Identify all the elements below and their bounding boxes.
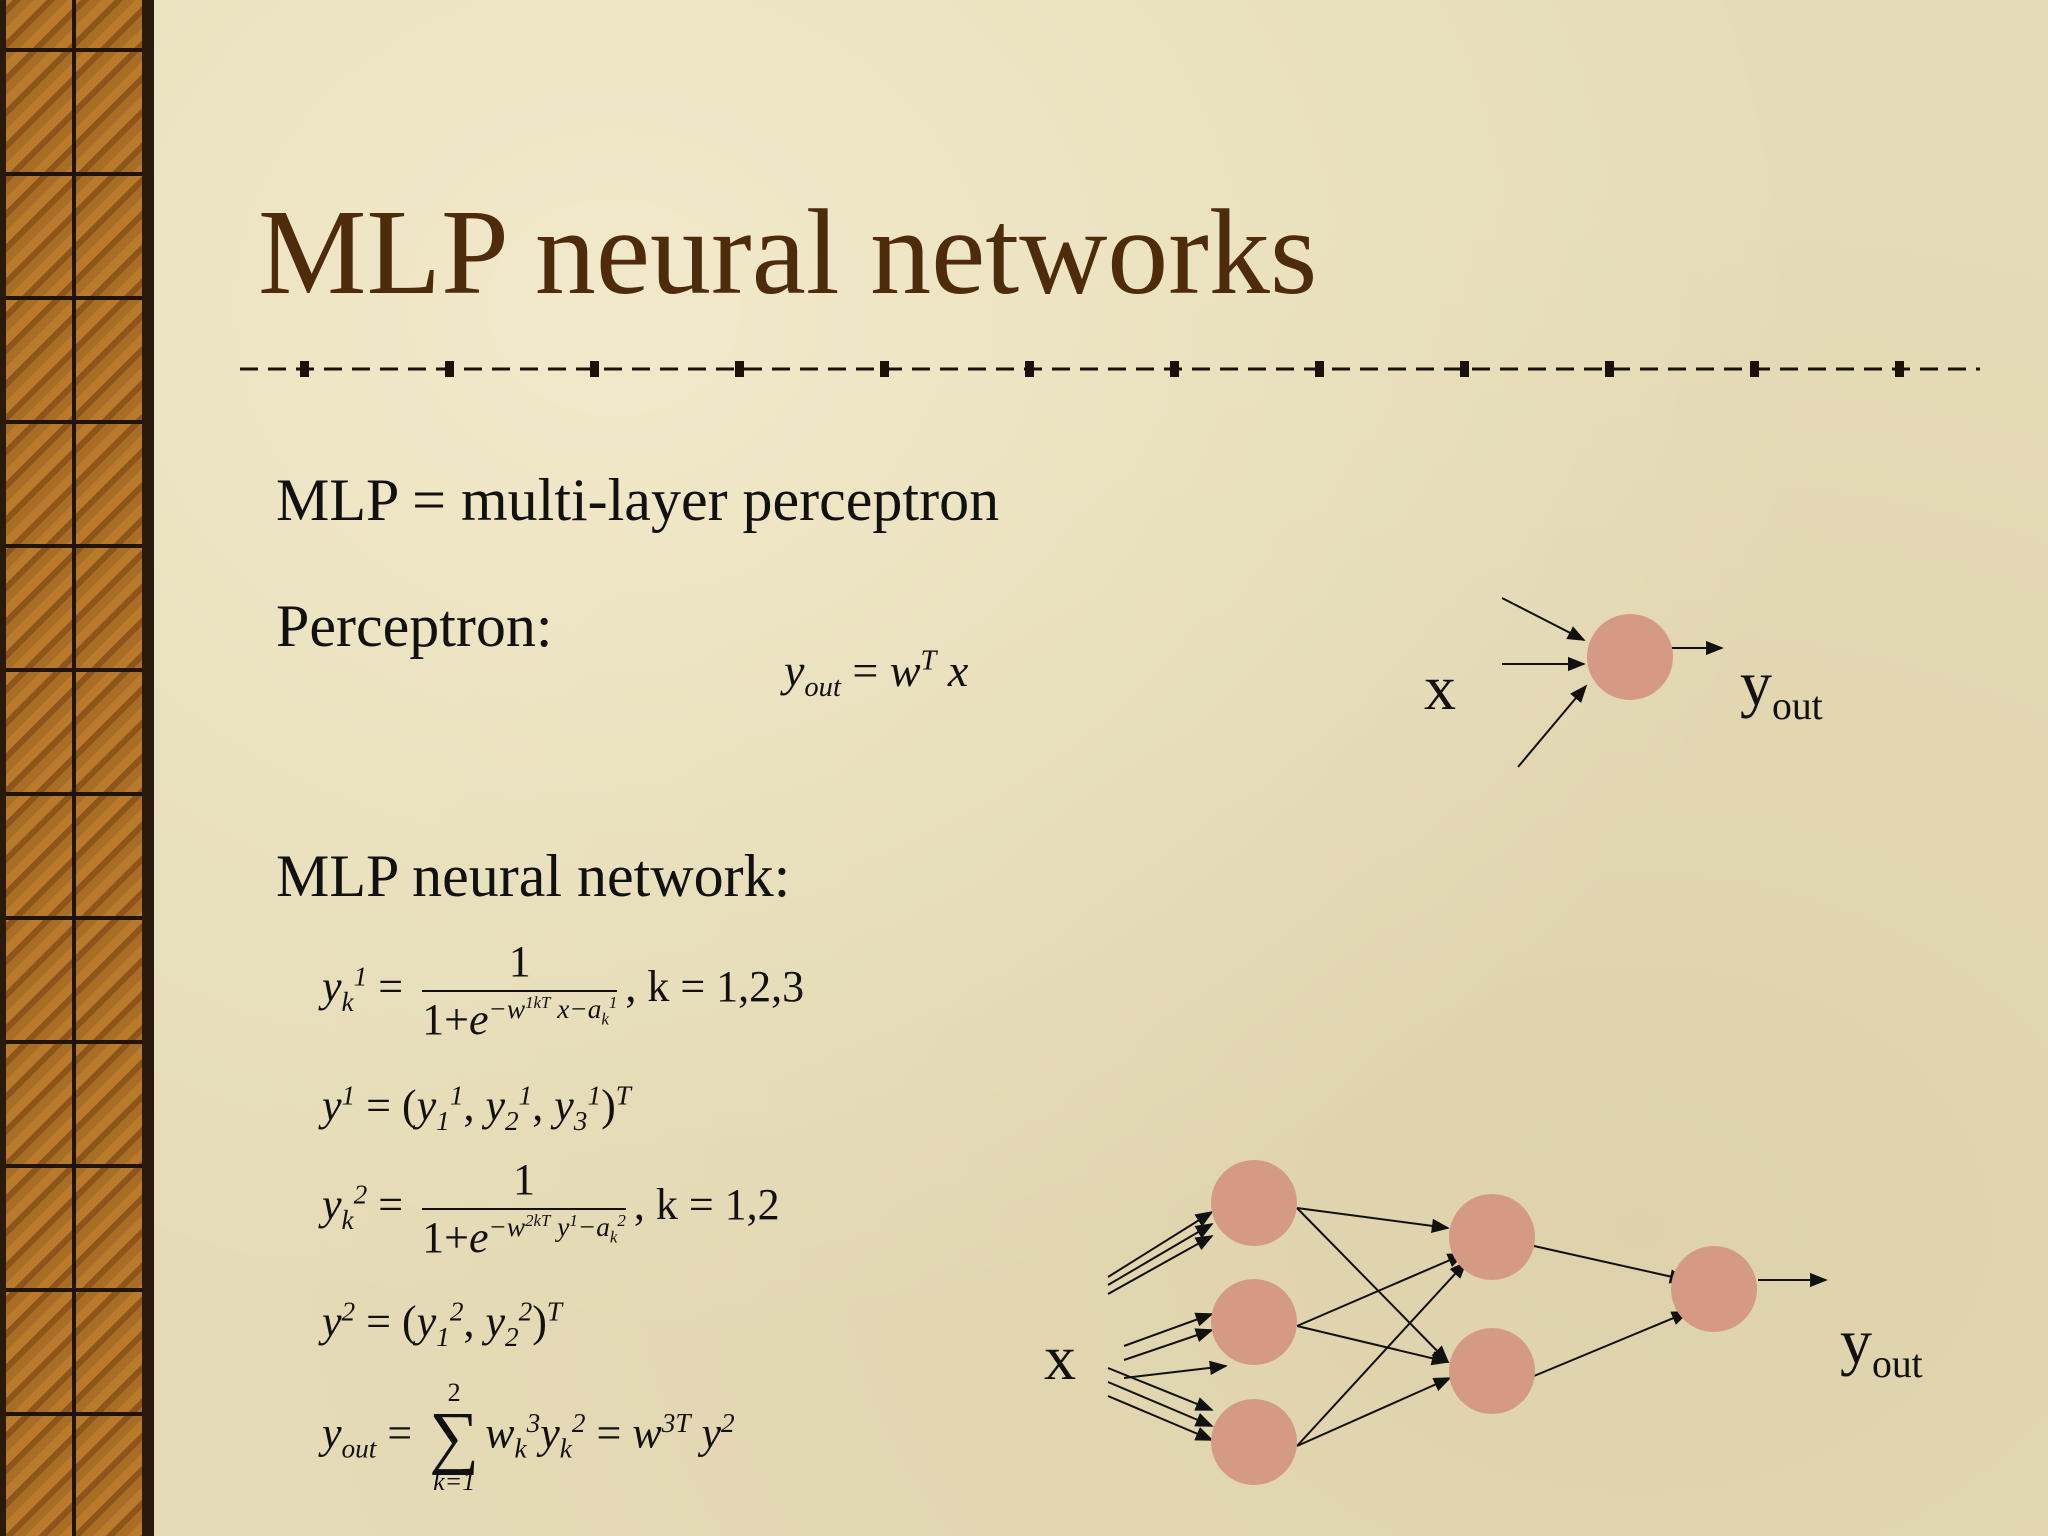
sum-lower-limit: k=1 (433, 1467, 476, 1496)
hidden2-node (1449, 1328, 1535, 1414)
formula-range-k2: , k = 1,2 (633, 1180, 780, 1230)
hidden1-node (1211, 1160, 1297, 1246)
perceptron-input-label: x (1424, 652, 1456, 723)
formula-layer1-vector: y1 = (y11, y21, y31)T (322, 1080, 631, 1136)
perceptron-formula: yout = wT x (784, 645, 969, 704)
sidebar-border-right (142, 0, 154, 1536)
hidden1-node (1211, 1279, 1297, 1365)
formula-range-k3: , k = 1,2,3 (625, 962, 805, 1012)
definition-line: MLP = multi-layer perceptron (276, 467, 1000, 533)
decorative-sidebar (0, 0, 154, 1536)
formula-layer2-vector: y2 = (y12, y22)T (322, 1296, 563, 1352)
perceptron-node (1587, 614, 1673, 700)
hidden2-node (1449, 1194, 1535, 1280)
perceptron-input-arrow (1517, 684, 1588, 768)
mlp-heading: MLP neural network: (276, 843, 791, 909)
hidden1-node (1211, 1399, 1297, 1485)
mlp-output-label: yout (1840, 1306, 1923, 1386)
perceptron-input-arrow (1501, 597, 1586, 641)
title-divider (240, 361, 1980, 377)
network-nodes (1211, 614, 1757, 1485)
perceptron-output-label: yout (1740, 648, 1823, 728)
mlp-input-label: x (1044, 1322, 1076, 1393)
fraction-numerator: 1 (422, 1158, 626, 1210)
sum-upper-limit: 2 (447, 1378, 461, 1407)
fraction-numerator: 1 (422, 940, 618, 992)
sidebar-border-left (0, 0, 6, 1536)
perceptron-heading: Perceptron: (276, 593, 553, 659)
slide-title: MLP neural networks (258, 185, 1318, 320)
output-node (1671, 1246, 1757, 1332)
